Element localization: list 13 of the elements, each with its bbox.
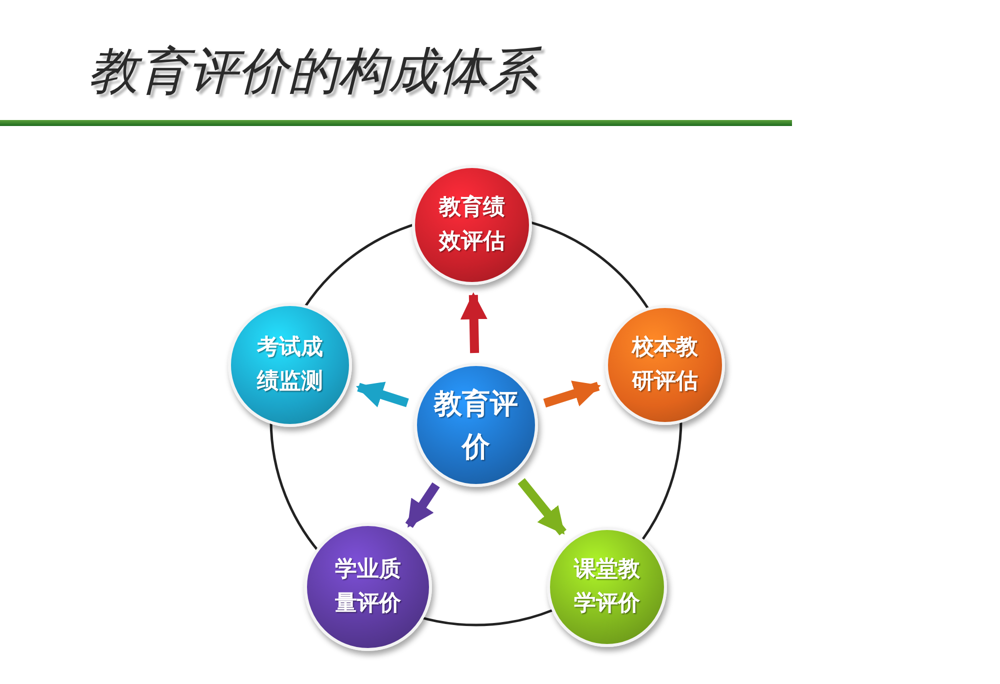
node-label: 教育评价 [432, 386, 519, 465]
node-label: 考试成绩监测 [256, 334, 324, 396]
arrow [460, 292, 488, 354]
arrow [518, 478, 566, 536]
arrow [356, 382, 409, 408]
node-label: 教育绩效评估 [438, 194, 506, 256]
topic-circle [304, 523, 432, 651]
arrow [543, 380, 601, 408]
node-label: 课堂教学评价 [572, 556, 641, 618]
node-label: 学业质量评价 [334, 556, 402, 618]
node-label: 校本教研评估 [630, 334, 699, 396]
arrow [405, 482, 440, 528]
topic-circle [547, 527, 667, 647]
